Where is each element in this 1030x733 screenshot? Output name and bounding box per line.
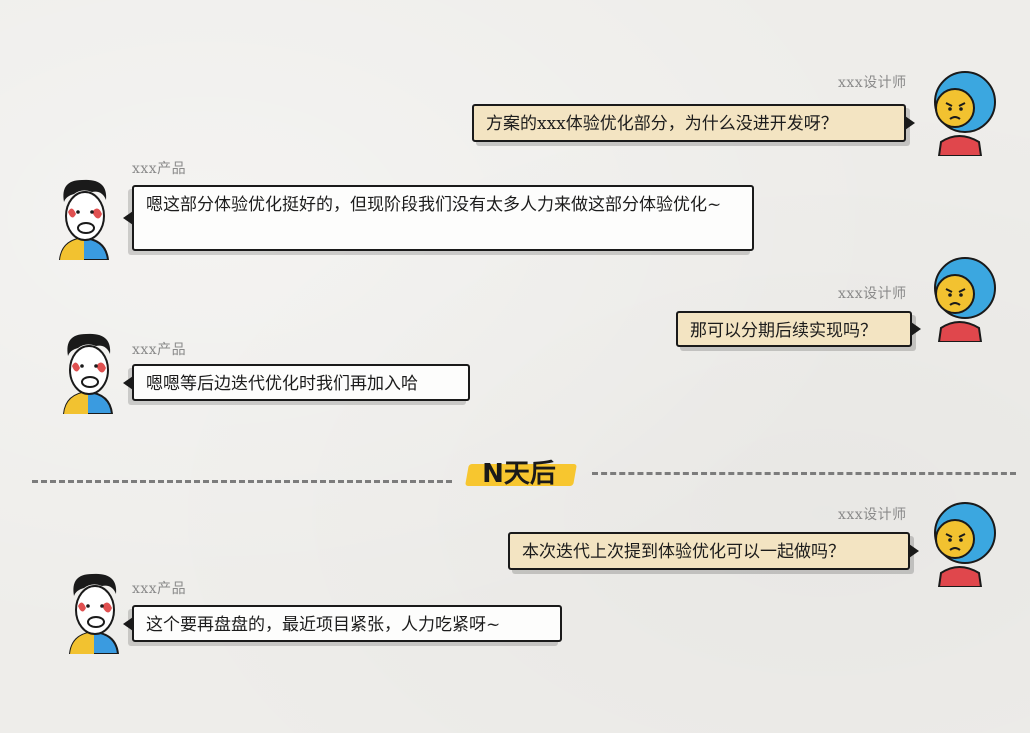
designer-name-label: xxx设计师: [838, 75, 907, 91]
product-avatar: [52, 174, 118, 264]
designer-avatar: [921, 256, 1003, 346]
product-avatar: [62, 568, 128, 658]
product-message-bubble: 嗯嗯等后边迭代优化时我们再加入哈: [132, 364, 470, 401]
designer-avatar: [921, 70, 1003, 160]
designer-name-label: xxx设计师: [838, 286, 907, 302]
designer-message-bubble: 那可以分期后续实现吗？: [676, 311, 912, 347]
product-name-label: xxx产品: [132, 161, 187, 177]
product-name-label: xxx产品: [132, 342, 187, 358]
product-message-bubble: 嗯这部分体验优化挺好的，但现阶段我们没有太多人力来做这部分体验优化~: [132, 185, 754, 251]
product-name-label: xxx产品: [132, 581, 187, 597]
designer-avatar: [921, 501, 1003, 591]
divider-line-left: [32, 480, 452, 483]
designer-name-label: xxx设计师: [838, 507, 907, 523]
product-avatar: [56, 328, 122, 418]
divider-line-right: [592, 472, 1016, 475]
designer-message-bubble: 本次迭代上次提到体验优化可以一起做吗？: [508, 532, 910, 570]
product-message-bubble: 这个要再盘盘的，最近项目紧张，人力吃紧呀~: [132, 605, 562, 642]
designer-message-bubble: 方案的xxx体验优化部分，为什么没进开发呀？: [472, 104, 906, 142]
time-divider-label: N天后: [463, 456, 577, 492]
